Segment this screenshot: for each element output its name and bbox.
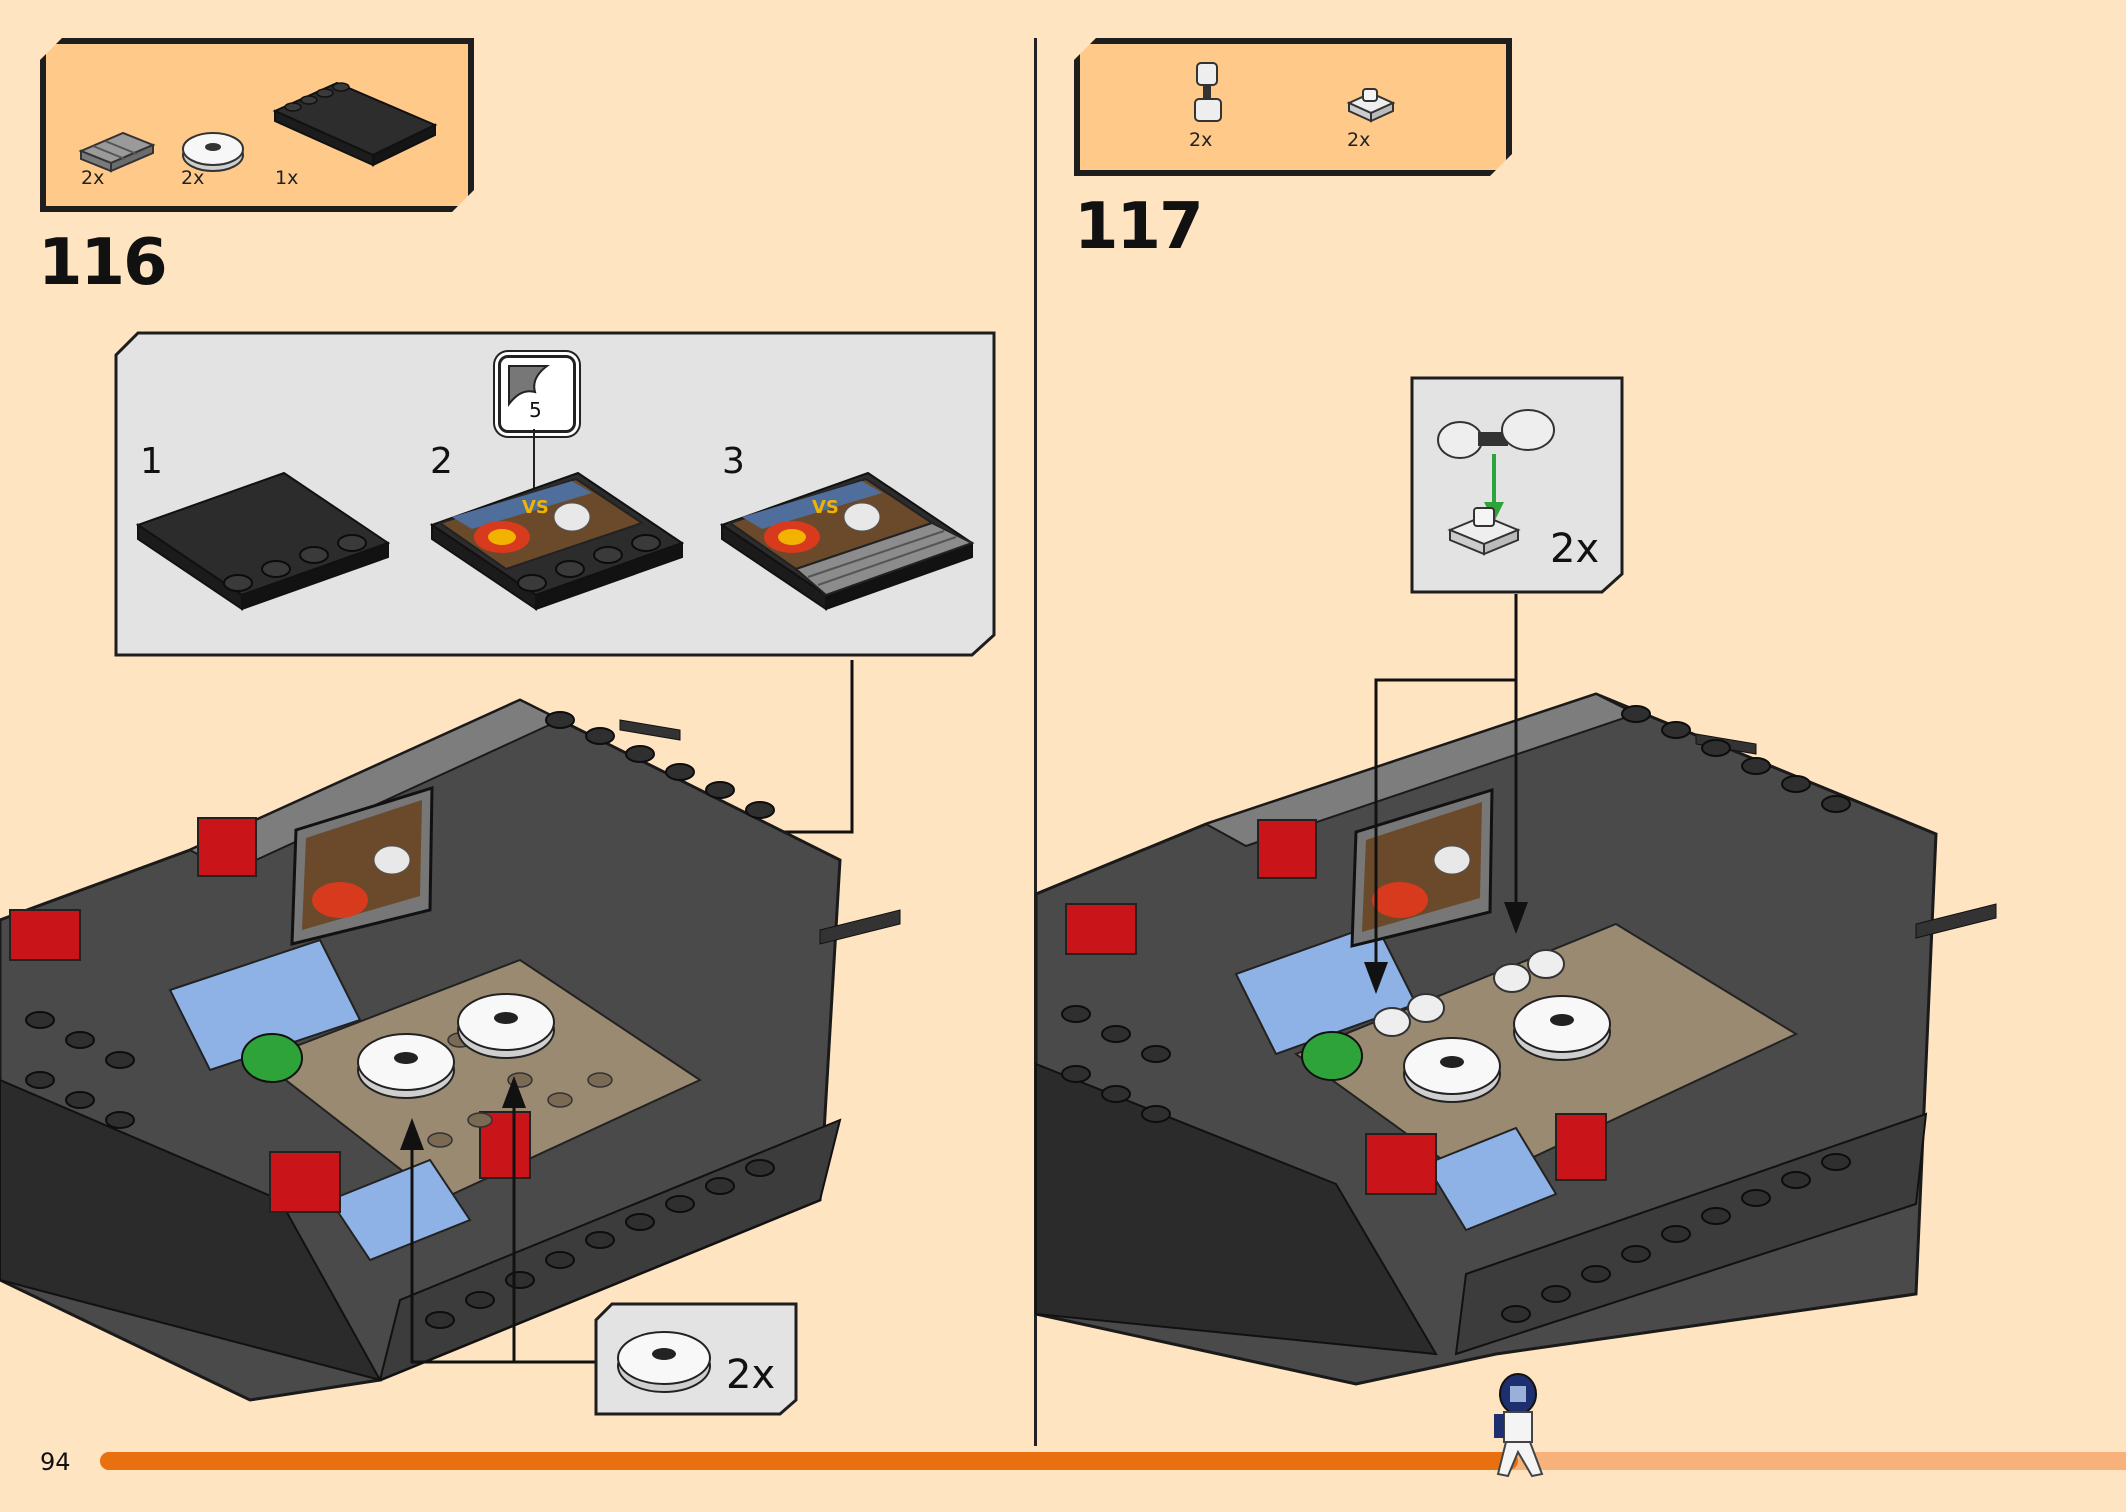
progress-bar	[100, 1452, 2126, 1470]
grey-grille-tile-icon	[81, 133, 153, 171]
callout-round-tile-116: 2x	[594, 1302, 798, 1416]
page-number: 94	[40, 1448, 71, 1476]
step-number-116: 116	[38, 226, 168, 300]
placed-round-tile-2	[457, 993, 555, 1059]
white-round-tile-icon	[617, 1331, 711, 1393]
substep-1: 1	[140, 441, 163, 482]
parts-list-116: 2x 2x 1x	[40, 38, 474, 212]
part-qty-2: 2x	[181, 167, 205, 189]
model-116	[0, 660, 901, 1402]
part-qty-117-2: 2x	[1347, 129, 1371, 151]
step-number-117: 117	[1074, 190, 1204, 264]
vehicle-body-116	[0, 698, 901, 1402]
minifigure-progress-marker-icon	[1494, 1373, 1544, 1478]
substep-drawings: VS VS	[135, 429, 975, 611]
callout-frame-116	[594, 1302, 798, 1416]
placed-round-tile-117-2	[1513, 995, 1611, 1061]
sticker-vs-text-2: VS	[522, 497, 549, 518]
page-divider	[1034, 38, 1037, 1446]
sticker-number: 5	[529, 398, 542, 422]
substep-3: 3	[722, 441, 745, 482]
clip-assembly-drawing	[1437, 409, 1555, 556]
callout-frame-117	[1410, 376, 1624, 594]
placed-round-tile-117-1	[1403, 1037, 1501, 1103]
black-plate-4x4-icon	[275, 83, 435, 165]
white-clip-plate-icon	[1349, 89, 1393, 121]
sticker-sheet-icon	[508, 365, 550, 407]
arrows-round-tiles	[400, 1076, 600, 1364]
part-qty-1: 2x	[81, 167, 105, 189]
sticker-badge: 5	[498, 355, 576, 433]
parts-list-117: 2x 2x	[1074, 38, 1512, 176]
white-round-tile-icon	[183, 133, 243, 171]
part-qty-3: 1x	[275, 167, 299, 189]
parts-icons-117	[1077, 41, 1509, 173]
substep-3-plate-with-grilles: VS	[719, 471, 975, 611]
substep-1-black-plate	[135, 471, 391, 611]
vehicle-body-117	[1034, 692, 1997, 1386]
placed-clips	[1373, 949, 1565, 1037]
progress-fill	[100, 1452, 1519, 1470]
callout-qty-116: 2x	[726, 1352, 776, 1398]
part-qty-117-1: 2x	[1189, 129, 1213, 151]
white-clip-assembly-icon	[1195, 63, 1221, 121]
parts-icons-116	[43, 41, 471, 209]
callout-qty-117: 2x	[1550, 526, 1600, 572]
arrows-clips	[1364, 594, 1528, 994]
substep-2-plate-with-sticker: VS	[429, 471, 685, 611]
placed-round-tile-1	[357, 1033, 455, 1099]
model-117	[1034, 594, 1997, 1386]
callout-clip-117: 2x	[1410, 376, 1624, 594]
substep-2: 2	[430, 441, 453, 482]
subassembly-callout-116: 1 2 3 5 VS	[114, 331, 996, 657]
sticker-vs-text-3: VS	[812, 497, 839, 518]
